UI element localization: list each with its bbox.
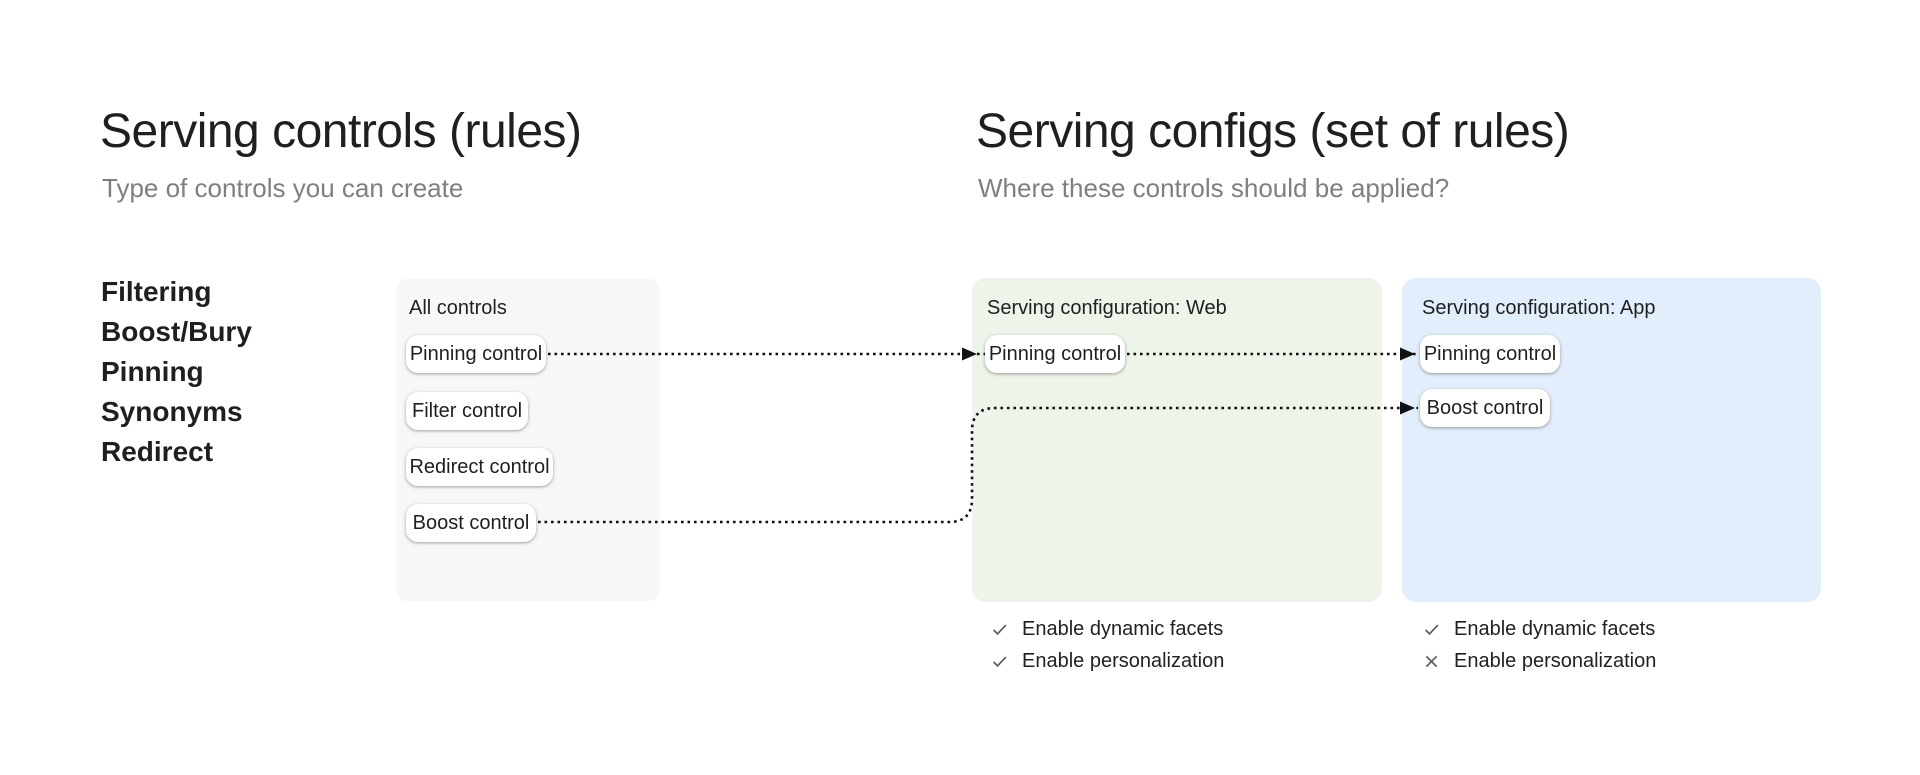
check-icon: [992, 624, 1007, 636]
card-serving-config-web: Serving configuration: Web Pinning contr…: [972, 278, 1382, 602]
left-section-title: Serving controls (rules): [100, 105, 582, 158]
web-feature-dynamic-facets: Enable dynamic facets: [990, 615, 1224, 644]
pill-pinning-control-web: Pinning control: [985, 335, 1125, 373]
card-serving-config-app: Serving configuration: App Pinning contr…: [1402, 278, 1821, 602]
card-all-controls: All controls Pinning control Filter cont…: [396, 278, 660, 602]
app-feature-dynamic-facets: Enable dynamic facets: [1422, 615, 1656, 644]
check-icon: [992, 656, 1007, 668]
app-feature-personalization: Enable personalization: [1422, 647, 1656, 676]
pill-pinning-control-app: Pinning control: [1420, 335, 1560, 373]
feature-label: Enable dynamic facets: [1022, 618, 1224, 640]
pill-boost-control-app: Boost control: [1420, 389, 1550, 427]
control-type-redirect: Redirect: [101, 436, 214, 467]
control-type-filtering: Filtering: [101, 276, 212, 307]
pill-redirect-control-all: Redirect control: [406, 448, 553, 486]
web-feature-personalization: Enable personalization: [990, 647, 1224, 676]
card-web-label: Serving configuration: Web: [987, 297, 1227, 319]
pill-pinning-control-all: Pinning control: [406, 335, 546, 373]
web-feature-list: Enable dynamic facets Enable personaliza…: [990, 615, 1224, 676]
left-section-subtitle: Type of controls you can create: [102, 173, 464, 203]
control-type-boost-bury: Boost/Bury: [101, 316, 252, 347]
card-app-label: Serving configuration: App: [1422, 297, 1656, 319]
feature-label: Enable dynamic facets: [1454, 618, 1656, 640]
close-icon: [1425, 655, 1438, 668]
control-type-pinning: Pinning: [101, 356, 204, 387]
feature-label: Enable personalization: [1454, 650, 1657, 672]
control-type-list: Filtering Boost/Bury Pinning Synonyms Re…: [101, 272, 252, 472]
right-section-title: Serving configs (set of rules): [976, 105, 1570, 158]
pill-boost-control-all: Boost control: [406, 504, 536, 542]
control-type-synonyms: Synonyms: [101, 396, 243, 427]
check-icon: [1424, 624, 1439, 636]
app-feature-list: Enable dynamic facets Enable personaliza…: [1422, 615, 1656, 676]
card-all-controls-label: All controls: [409, 297, 507, 319]
feature-label: Enable personalization: [1022, 650, 1225, 672]
pill-filter-control-all: Filter control: [406, 392, 528, 430]
right-section-subtitle: Where these controls should be applied?: [978, 173, 1450, 203]
